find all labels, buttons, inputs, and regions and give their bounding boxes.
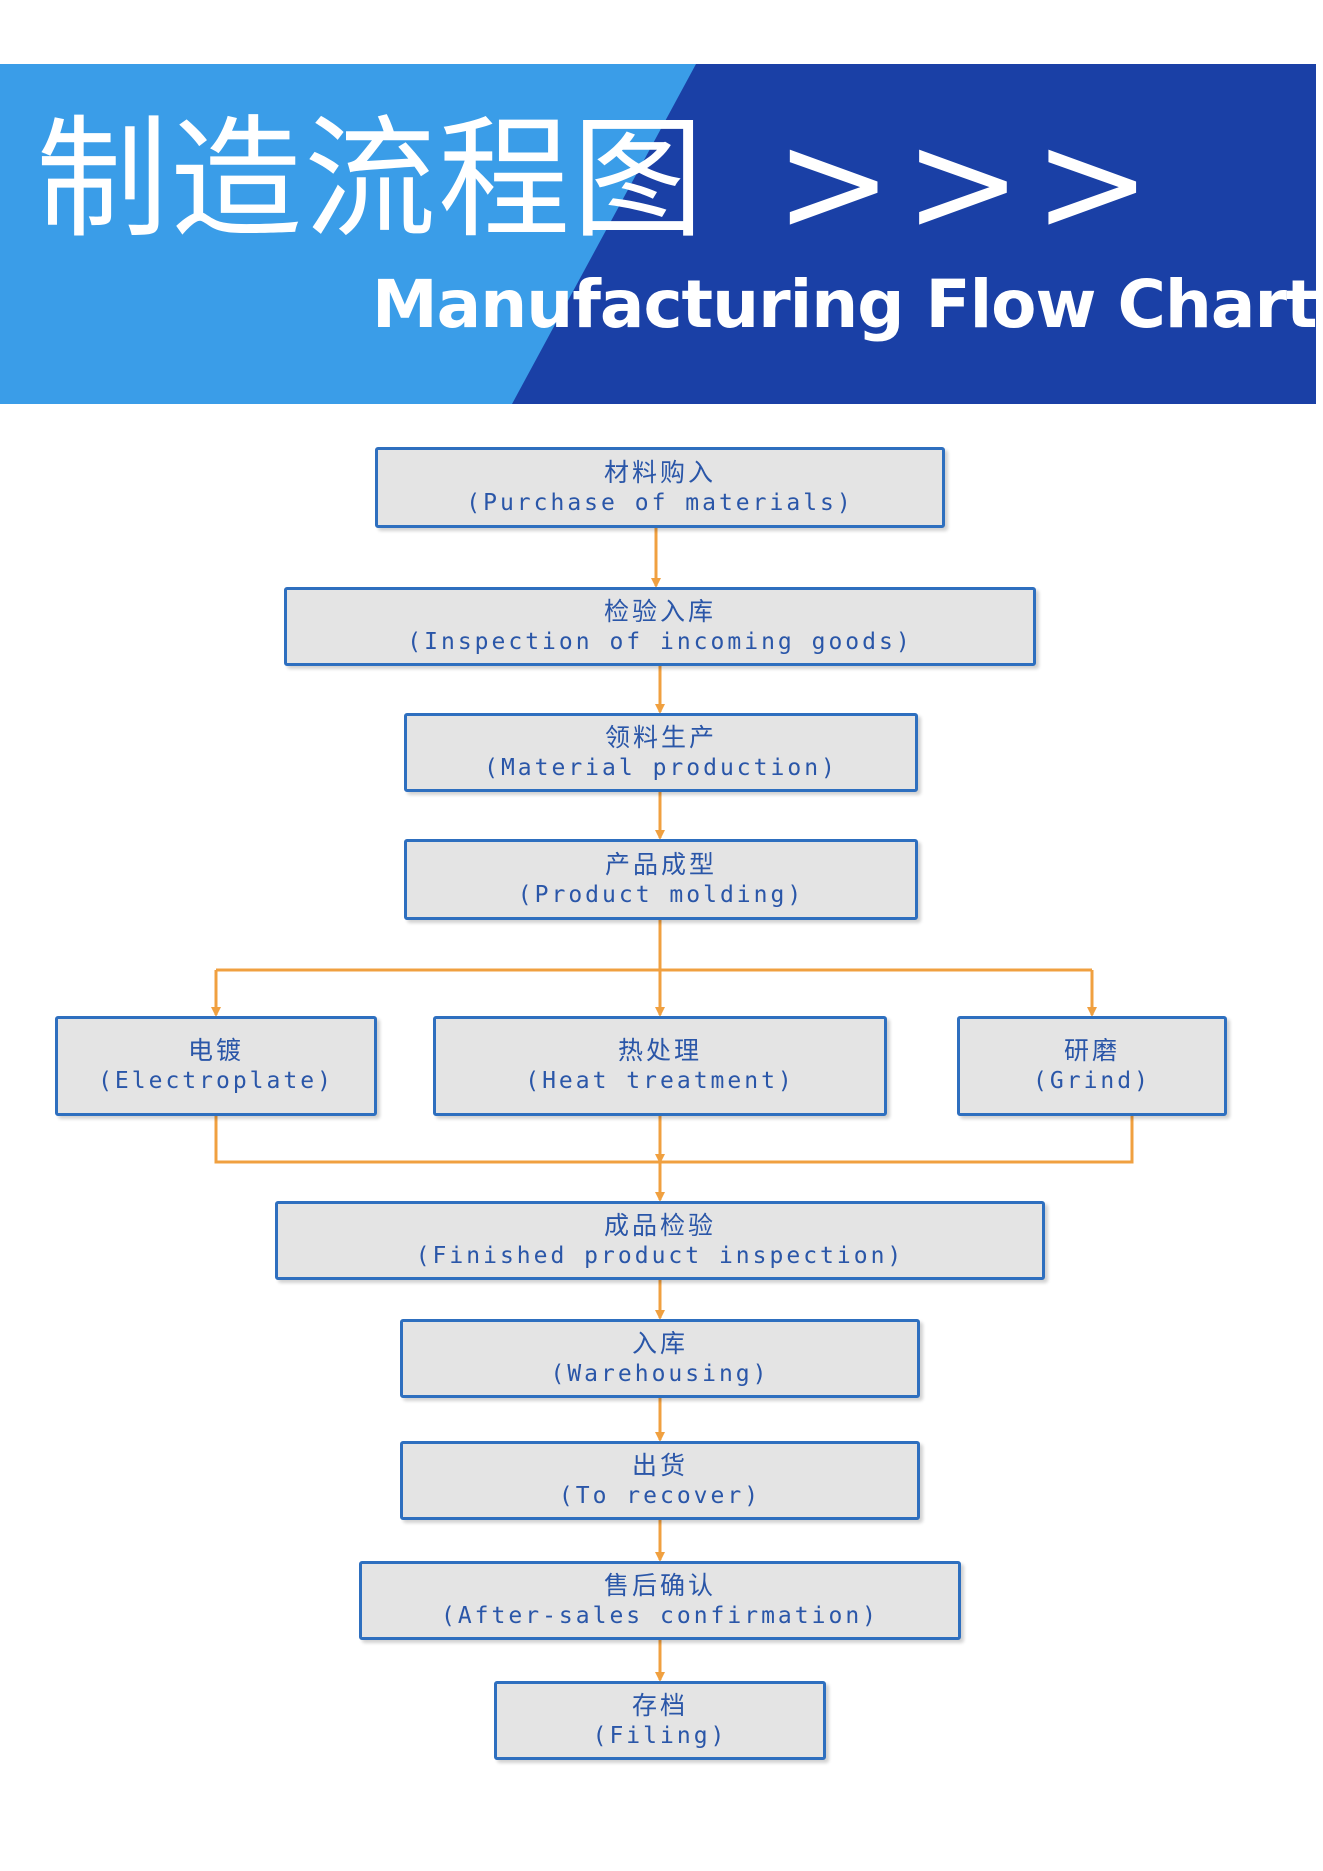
step-label-en: (Material production) [484,754,838,781]
step-material-production: 领料生产 (Material production) [404,713,918,792]
step-label-cn: 研磨 [1063,1036,1120,1065]
step-label-en: (To recover) [558,1482,762,1509]
step-label-cn: 产品成型 [604,849,717,879]
step-filing: 存档 (Filing) [494,1681,826,1760]
step-label-en: (Grind) [1033,1068,1151,1094]
merge-electroplate [214,1116,1134,1164]
step-heat-treatment: 热处理 (Heat treatment) [433,1016,887,1116]
step-warehousing: 入库 (Warehousing) [400,1319,920,1398]
step-label-cn: 存档 [631,1690,688,1720]
step-label-en: (Purchase of materials) [466,489,854,516]
step-product-molding: 产品成型 (Product molding) [404,839,918,920]
step-label-cn: 电镀 [187,1036,244,1065]
step-label-en: (After-sales confirmation) [440,1602,880,1629]
step-purchase-of-materials: 材料购入 (Purchase of materials) [375,447,945,528]
step-label-cn: 出货 [631,1450,688,1480]
step-to-recover: 出货 (To recover) [400,1441,920,1520]
title-arrows: >>> [775,102,1163,265]
step-label-cn: 检验入库 [603,596,716,626]
step-after-sales-confirmation: 售后确认 (After-sales confirmation) [359,1561,961,1640]
step-label-en: (Warehousing) [550,1360,770,1387]
step-label-cn: 售后确认 [603,1570,716,1600]
step-label-en: (Product molding) [517,881,805,908]
step-electroplate: 电镀 (Electroplate) [55,1016,377,1116]
step-label-cn: 热处理 [617,1036,702,1065]
header-dark-band [512,64,1316,404]
step-label-cn: 成品检验 [603,1210,716,1240]
step-label-cn: 入库 [631,1328,688,1358]
step-finished-product-inspection: 成品检验 (Finished product inspection) [275,1201,1045,1280]
step-label-en: (Finished product inspection) [415,1242,905,1269]
step-label-en: (Heat treatment) [525,1068,795,1094]
step-grind: 研磨 (Grind) [957,1016,1227,1116]
header-background [0,64,1316,404]
step-label-cn: 材料购入 [603,457,716,487]
header-banner [0,64,1316,404]
step-label-en: (Electroplate) [98,1068,334,1094]
step-inspection-of-incoming-goods: 检验入库 (Inspection of incoming goods) [284,587,1036,666]
title-chinese: 制造流程图 [36,103,706,257]
step-label-en: (Inspection of incoming goods) [407,628,913,655]
step-label-en: (Filing) [592,1722,728,1749]
step-label-cn: 领料生产 [604,722,717,752]
title-english: Manufacturing Flow Chart [372,266,1318,343]
